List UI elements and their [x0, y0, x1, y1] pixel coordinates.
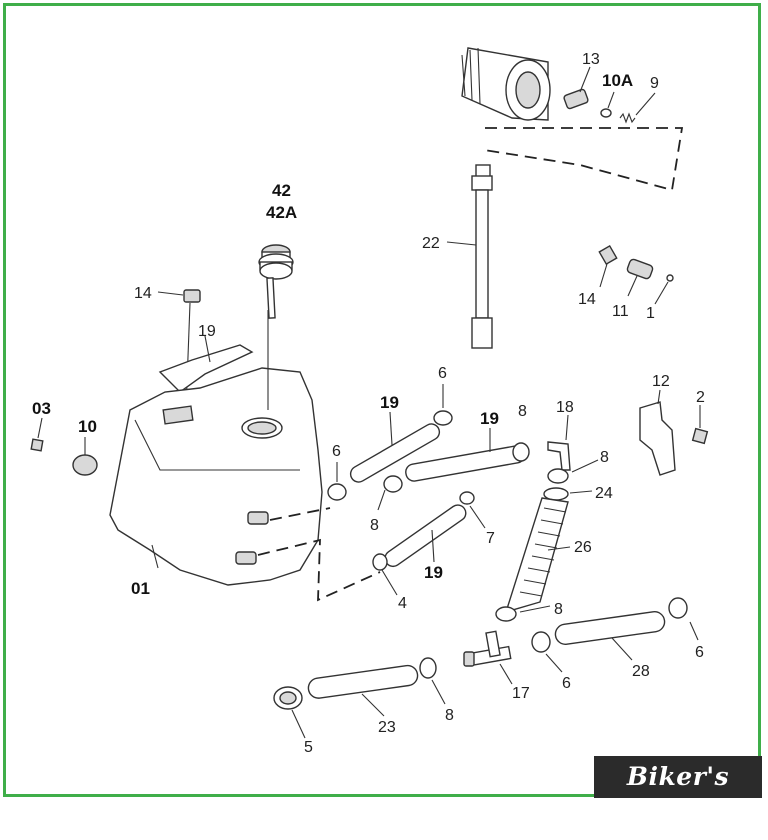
oil-tank: [109, 367, 323, 586]
callout-9: 9: [650, 75, 659, 92]
callout-28: 28: [632, 663, 650, 680]
callout-13: 13: [582, 51, 600, 68]
callout-14-breather: 14: [134, 285, 152, 302]
callout-22: 22: [422, 235, 440, 252]
callout-8-right: 8: [518, 403, 527, 420]
callout-01: 01: [131, 579, 150, 598]
callout-42: 42: [272, 181, 291, 200]
tee-fitting-17: [463, 630, 512, 667]
clamp-6d: [531, 631, 551, 653]
callout-19-lower: 19: [424, 563, 443, 582]
bushing-10: [72, 454, 98, 476]
callout-6-upper: 6: [438, 365, 447, 382]
callout-26: 26: [574, 539, 592, 556]
nut-03: [30, 438, 44, 452]
callout-1: 1: [646, 305, 655, 322]
callout-6-tee: 6: [562, 675, 571, 692]
callout-17: 17: [512, 685, 530, 702]
clamp-6a: [433, 410, 453, 426]
callout-10a: 10A: [602, 71, 633, 90]
callout-5: 5: [304, 739, 313, 756]
clamp-7: [459, 491, 475, 505]
callout-11: 11: [612, 303, 629, 320]
callout-8-mid: 8: [370, 517, 379, 534]
callout-19-vent: 19: [198, 323, 216, 340]
callout-23: 23: [378, 719, 396, 736]
bracket-12: [639, 401, 676, 476]
connection-dash-filter: [483, 127, 684, 192]
diagram-frame: [3, 3, 761, 797]
callout-03: 03: [32, 399, 51, 418]
clamp-8b: [512, 442, 530, 462]
clamp-4: [372, 553, 388, 571]
oil-filter: [461, 47, 551, 121]
nut-2: [691, 427, 709, 445]
callout-2: 2: [696, 389, 705, 406]
fitting-13: [563, 88, 589, 110]
callout-19-upper: 19: [380, 393, 399, 412]
hose-28: [554, 611, 666, 645]
clamp-8c: [547, 468, 569, 484]
exploded-parts-diagram: 13 10A 9 22 42 42A 14 19 14 11 1 03 10 6…: [30, 47, 709, 756]
callout-19-middle: 19: [480, 409, 499, 428]
callout-8-bottom: 8: [445, 707, 454, 724]
corrugated-hose-26: [504, 497, 569, 614]
clamp-8e: [419, 657, 437, 679]
callout-7: 7: [486, 530, 495, 547]
hose-19-middle: [405, 445, 526, 482]
seal-10a: [600, 108, 612, 118]
callout-18: 18: [556, 399, 574, 416]
callout-24: 24: [595, 485, 613, 502]
switch-11: [626, 258, 654, 280]
hose-23: [307, 664, 419, 699]
hose-19-upper: [349, 423, 441, 483]
oil-line-22: [471, 164, 493, 349]
callout-12: 12: [652, 373, 670, 390]
callout-4: 4: [398, 595, 407, 612]
callout-42a: 42A: [266, 203, 297, 222]
spring-9: [619, 112, 636, 124]
clamp-5: [273, 686, 303, 710]
clamp-8d: [495, 606, 517, 622]
watermark-logo: Biker's Store: [594, 756, 762, 833]
dipstick-42: [258, 244, 294, 319]
callout-10: 10: [78, 417, 97, 436]
callout-6-right: 6: [695, 644, 704, 661]
clamp-6c: [668, 597, 688, 619]
callout-8-lower: 8: [554, 601, 563, 618]
clamp-6b: [327, 483, 347, 501]
clamp-8a: [383, 475, 403, 493]
breather-14: [183, 289, 201, 303]
sensor-14: [598, 244, 618, 266]
callout-6-left: 6: [332, 443, 341, 460]
callout-14-sensor: 14: [578, 291, 596, 308]
ring-1: [666, 274, 674, 282]
hose-19-lower: [384, 504, 467, 568]
elbow-18: [547, 441, 571, 471]
callout-8-elbow: 8: [600, 449, 609, 466]
